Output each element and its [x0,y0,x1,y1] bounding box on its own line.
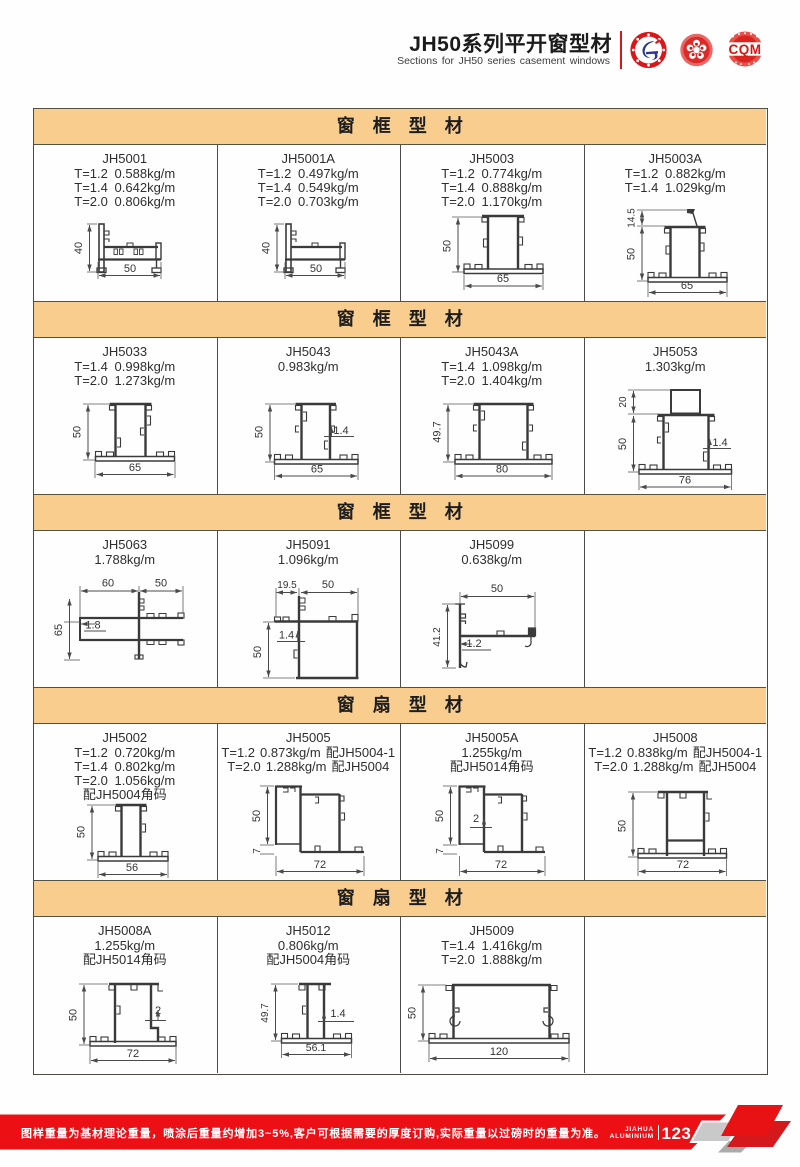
svg-text:50: 50 [72,426,84,438]
svg-text:1.4: 1.4 [330,1008,345,1020]
svg-text:1.2: 1.2 [466,638,481,650]
svg-text:72: 72 [677,859,689,871]
svg-text:65: 65 [53,624,65,636]
svg-text:50: 50 [491,583,503,595]
svg-text:65: 65 [681,280,693,292]
svg-text:2: 2 [473,813,479,825]
svg-text:50: 50 [76,826,88,838]
svg-text:40: 40 [73,242,85,254]
svg-text:50: 50 [626,248,638,260]
svg-text:65: 65 [311,464,323,476]
svg-text:76: 76 [679,475,691,487]
svg-text:19.5: 19.5 [277,580,297,591]
svg-text:80: 80 [496,464,508,476]
svg-text:50: 50 [407,1007,419,1019]
svg-text:50: 50 [310,263,322,275]
svg-text:50: 50 [68,1009,80,1021]
svg-text:50: 50 [254,426,266,438]
svg-text:65: 65 [129,462,141,474]
svg-text:50: 50 [617,438,629,450]
svg-text:7: 7 [252,848,263,854]
svg-text:7: 7 [435,848,446,854]
svg-text:120: 120 [490,1046,508,1058]
svg-text:50: 50 [617,820,629,832]
svg-text:50: 50 [442,240,454,252]
svg-text:50: 50 [252,646,264,658]
svg-text:50: 50 [434,810,446,822]
svg-text:1.4: 1.4 [333,425,348,437]
svg-text:50: 50 [251,810,263,822]
svg-text:20: 20 [618,396,629,408]
svg-text:72: 72 [495,859,507,871]
svg-text:CQM: CQM [729,42,762,57]
svg-text:50: 50 [322,579,334,591]
svg-text:40: 40 [261,242,273,254]
svg-text:72: 72 [314,859,326,871]
svg-text:1.8: 1.8 [85,620,100,632]
svg-text:49.7: 49.7 [260,1003,271,1023]
svg-text:65: 65 [497,273,509,285]
svg-text:1.4: 1.4 [712,437,727,449]
svg-text:41.2: 41.2 [432,627,443,647]
svg-text:1.4: 1.4 [279,630,294,642]
svg-text:50: 50 [124,263,136,275]
svg-text:72: 72 [127,1048,139,1060]
svg-text:50: 50 [155,578,167,590]
svg-text:49.7: 49.7 [432,421,444,442]
svg-text:56: 56 [126,862,138,874]
svg-text:60: 60 [102,578,114,590]
svg-text:56.1: 56.1 [306,1042,327,1054]
svg-text:14.5: 14.5 [627,208,638,228]
